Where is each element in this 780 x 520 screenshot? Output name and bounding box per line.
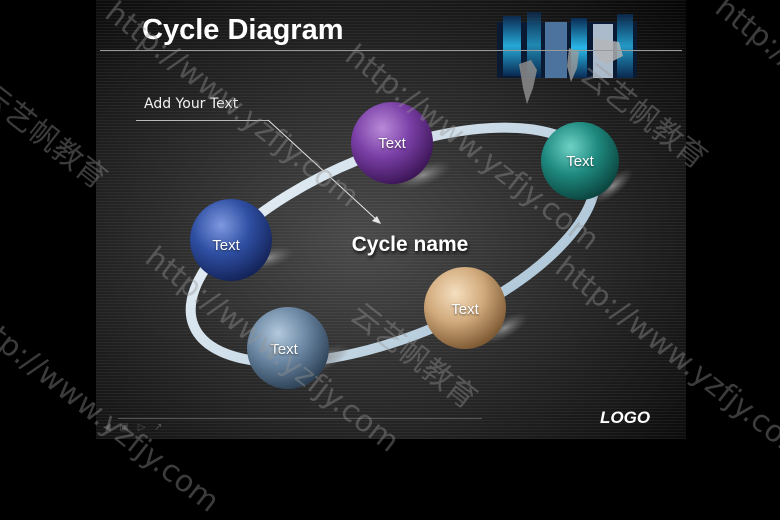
callout-underline: [136, 120, 268, 121]
callout-text[interactable]: Add Your Text: [144, 96, 239, 112]
callout-arrow: [267, 119, 381, 224]
cycle-node-teal[interactable]: [541, 122, 619, 200]
page-title: Cycle Diagram: [142, 14, 344, 46]
node-label-steel-blue[interactable]: Text: [270, 341, 298, 358]
logo-text: LOGO: [600, 408, 651, 427]
cycle-node-purple[interactable]: [351, 102, 433, 184]
title-divider: [100, 50, 682, 51]
slide-nav-icons[interactable]: ◀ ▣ ▷ ↗: [103, 422, 166, 433]
cycle-diagram: [185, 102, 634, 389]
footer-divider: [118, 418, 482, 419]
cycle-node-steel-blue[interactable]: [247, 307, 329, 389]
node-label-blue[interactable]: Text: [212, 237, 240, 254]
decorative-banner: [497, 12, 637, 104]
node-label-tan[interactable]: Text: [451, 301, 479, 318]
cycle-node-tan[interactable]: [424, 267, 506, 349]
node-label-purple[interactable]: Text: [378, 135, 406, 152]
cycle-node-blue[interactable]: [190, 199, 272, 281]
cycle-name-label[interactable]: Cycle name: [351, 233, 469, 256]
node-label-teal[interactable]: Text: [566, 153, 594, 170]
